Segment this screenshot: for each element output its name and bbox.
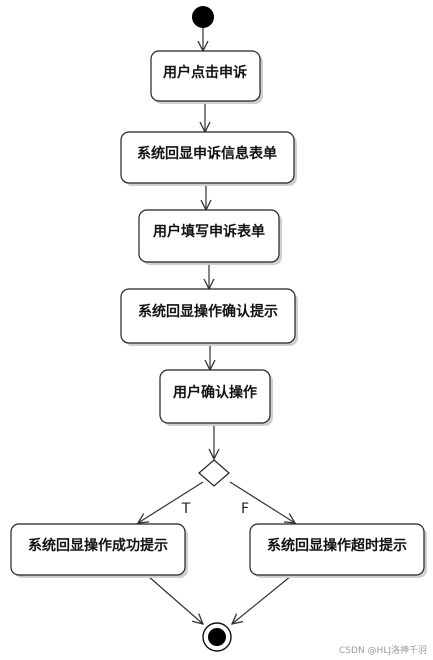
watermark: CSDN @HLJ洛神千羽 bbox=[339, 646, 427, 656]
activity-system-show-appeal-info: 系统回显申诉信息表单 bbox=[120, 131, 297, 186]
edge-decision-to-timeout bbox=[229, 481, 295, 523]
edge-success-to-final bbox=[147, 575, 203, 624]
activity-user-confirm: 用户确认操作 bbox=[159, 369, 273, 426]
activity-label: 系统回显申诉信息表单 bbox=[137, 145, 277, 162]
activity-label: 用户确认操作 bbox=[173, 384, 257, 401]
activity-label: 系统回显操作成功提示 bbox=[28, 537, 168, 554]
activity-system-show-timeout: 系统回显操作超时提示 bbox=[249, 523, 427, 578]
activity-user-fill-form: 用户填写申诉表单 bbox=[138, 209, 282, 265]
activity-label: 系统回显操作确认提示 bbox=[138, 303, 278, 320]
activity-label: 系统回显操作超时提示 bbox=[267, 537, 407, 554]
initial-node bbox=[192, 6, 214, 28]
activity-label: 用户填写申诉表单 bbox=[153, 223, 265, 240]
guard-true: T bbox=[181, 501, 191, 517]
activity-system-show-success: 系统回显操作成功提示 bbox=[10, 523, 188, 578]
final-node bbox=[202, 622, 232, 652]
activity-user-click-appeal: 用户点击申诉 bbox=[150, 50, 263, 104]
activity-label: 用户点击申诉 bbox=[163, 64, 247, 81]
decision-node bbox=[198, 459, 230, 487]
edge-timeout-to-final bbox=[232, 575, 292, 624]
guard-false: F bbox=[241, 501, 249, 517]
activity-system-show-confirm-prompt: 系统回显操作确认提示 bbox=[120, 288, 298, 346]
edge-decision-to-success bbox=[138, 481, 204, 523]
